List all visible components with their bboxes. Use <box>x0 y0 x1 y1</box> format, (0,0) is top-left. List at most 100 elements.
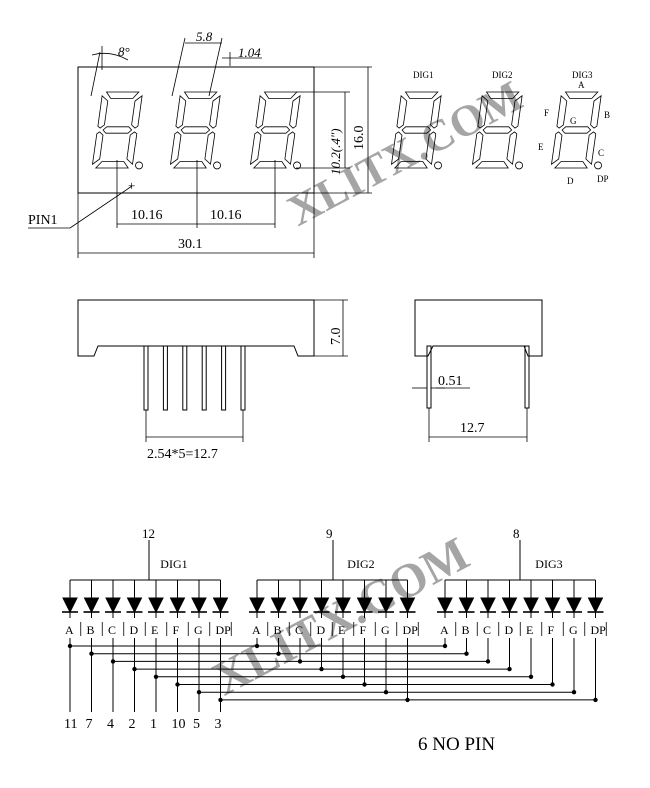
pin-width-label: 0.51 <box>438 374 463 389</box>
module-digit-3-segment <box>249 131 262 166</box>
seg-b-label: B <box>604 110 610 120</box>
module-digit-2-segment <box>180 126 211 134</box>
seg-e-label: E <box>538 142 544 152</box>
diode-a-triangle <box>62 597 78 614</box>
segment-label: B <box>87 623 95 637</box>
segment-label: D <box>505 623 514 637</box>
bus-e: 1 <box>150 638 534 732</box>
diode-a-triangle <box>249 597 265 614</box>
diode-e-triangle <box>148 597 164 614</box>
label-digit-1-segment <box>401 126 432 134</box>
segment-label: B <box>274 623 282 637</box>
module-digit-1-segment <box>94 161 129 169</box>
segment-pin-label: 5 <box>193 717 200 732</box>
module-digit-1-segment <box>126 131 138 166</box>
bus-f: 10 <box>172 638 555 732</box>
module-digit-1-dp <box>135 161 143 170</box>
segment-label: C <box>483 623 491 637</box>
label-digit-3-segment <box>553 161 588 169</box>
bus-a: 11 <box>64 638 448 732</box>
module-digit-1-segment <box>102 126 133 134</box>
diode-c-triangle <box>292 597 308 614</box>
diode-g-triangle <box>191 597 207 614</box>
segment-label: DP <box>216 623 232 637</box>
segment-label: E <box>338 623 345 637</box>
seg-g-label: G <box>570 116 577 126</box>
segment-pin-label: 11 <box>64 717 77 732</box>
segment-label: A <box>65 623 74 637</box>
module-digit-1-segment <box>131 94 143 129</box>
bus-dp: 3 <box>215 638 598 732</box>
label-digit-2-segment <box>506 131 518 166</box>
diode-g <box>191 597 207 614</box>
label-digit-2-segment <box>511 94 523 129</box>
diode-f <box>544 597 561 614</box>
module-digit-2-segment <box>175 94 187 129</box>
diode-b-triangle <box>458 597 475 614</box>
label-digit-3-segment <box>564 91 599 99</box>
diode-d-triangle <box>313 597 330 614</box>
digit-name-label: DIG1 <box>160 557 187 571</box>
dig1-label: DIG1 <box>413 70 434 80</box>
diode-e-triangle <box>523 597 539 614</box>
bus-c: 4 <box>107 638 491 732</box>
module-digit-1 <box>91 91 143 170</box>
label-digit-2-segment <box>474 161 509 169</box>
label-digit-1-segment <box>404 91 439 99</box>
segment-pin-label: 2 <box>129 717 136 732</box>
segment-label: C <box>108 623 116 637</box>
diode-dp <box>212 597 229 614</box>
dig2-label: DIG2 <box>492 70 513 80</box>
bus-g: 5 <box>193 638 577 732</box>
diode-b-triangle <box>83 597 100 614</box>
segment-label: E <box>151 623 158 637</box>
bus-b: 7 <box>86 638 469 732</box>
common-pin-label: 9 <box>326 526 333 541</box>
label-digit-2-segment <box>485 91 520 99</box>
side-pin <box>162 345 168 411</box>
segment-label: A <box>440 623 449 637</box>
label-digit-3 <box>550 91 602 170</box>
top-view: 8° 5.8 1.04 10.2(.4") 16.0 10.16 10.16 3… <box>28 29 372 258</box>
pitch-1-label: 10.16 <box>131 208 163 223</box>
diode-b-triangle <box>270 597 287 614</box>
segment-label: DP <box>403 623 419 637</box>
side-pin <box>221 345 227 411</box>
stroke-width-label: 1.04 <box>238 45 261 60</box>
diode-e <box>523 597 539 614</box>
module-digit-1-segment <box>97 94 109 129</box>
pin-pitch-label: 2.54*5=12.7 <box>147 447 218 462</box>
diode-a <box>437 597 453 614</box>
no-pin-note: 6 NO PIN <box>418 734 495 755</box>
label-digit-2-segment <box>477 94 489 129</box>
module-digit-2-segment <box>183 91 218 99</box>
diode-a <box>62 597 78 614</box>
segment-label: G <box>381 623 390 637</box>
diode-dp-triangle <box>212 597 229 614</box>
label-digit-2-dp <box>515 161 523 170</box>
diode-b <box>458 597 475 614</box>
module-digit-2-segment <box>209 94 221 129</box>
segment-label: D <box>317 623 326 637</box>
diode-e-triangle <box>335 597 351 614</box>
common-pin-label: 8 <box>513 526 520 541</box>
module-digit-3-segment <box>289 94 301 129</box>
label-digit-3-segment <box>550 131 563 166</box>
segment-label: C <box>295 623 303 637</box>
depth-label: 7.0 <box>329 328 344 346</box>
segment-label: D <box>130 623 139 637</box>
segment-label: DP <box>591 623 607 637</box>
angle-label: 8° <box>118 44 130 59</box>
total-width-label: 30.1 <box>178 237 203 252</box>
diode-c-triangle <box>105 597 121 614</box>
diode-dp-triangle <box>587 597 604 614</box>
diode-c-triangle <box>480 597 496 614</box>
label-digit-1 <box>390 91 442 170</box>
segment-pin-label: 3 <box>215 717 222 732</box>
side-pin <box>240 345 246 411</box>
digit-name-label: DIG2 <box>347 557 374 571</box>
diode-d-triangle <box>126 597 143 614</box>
